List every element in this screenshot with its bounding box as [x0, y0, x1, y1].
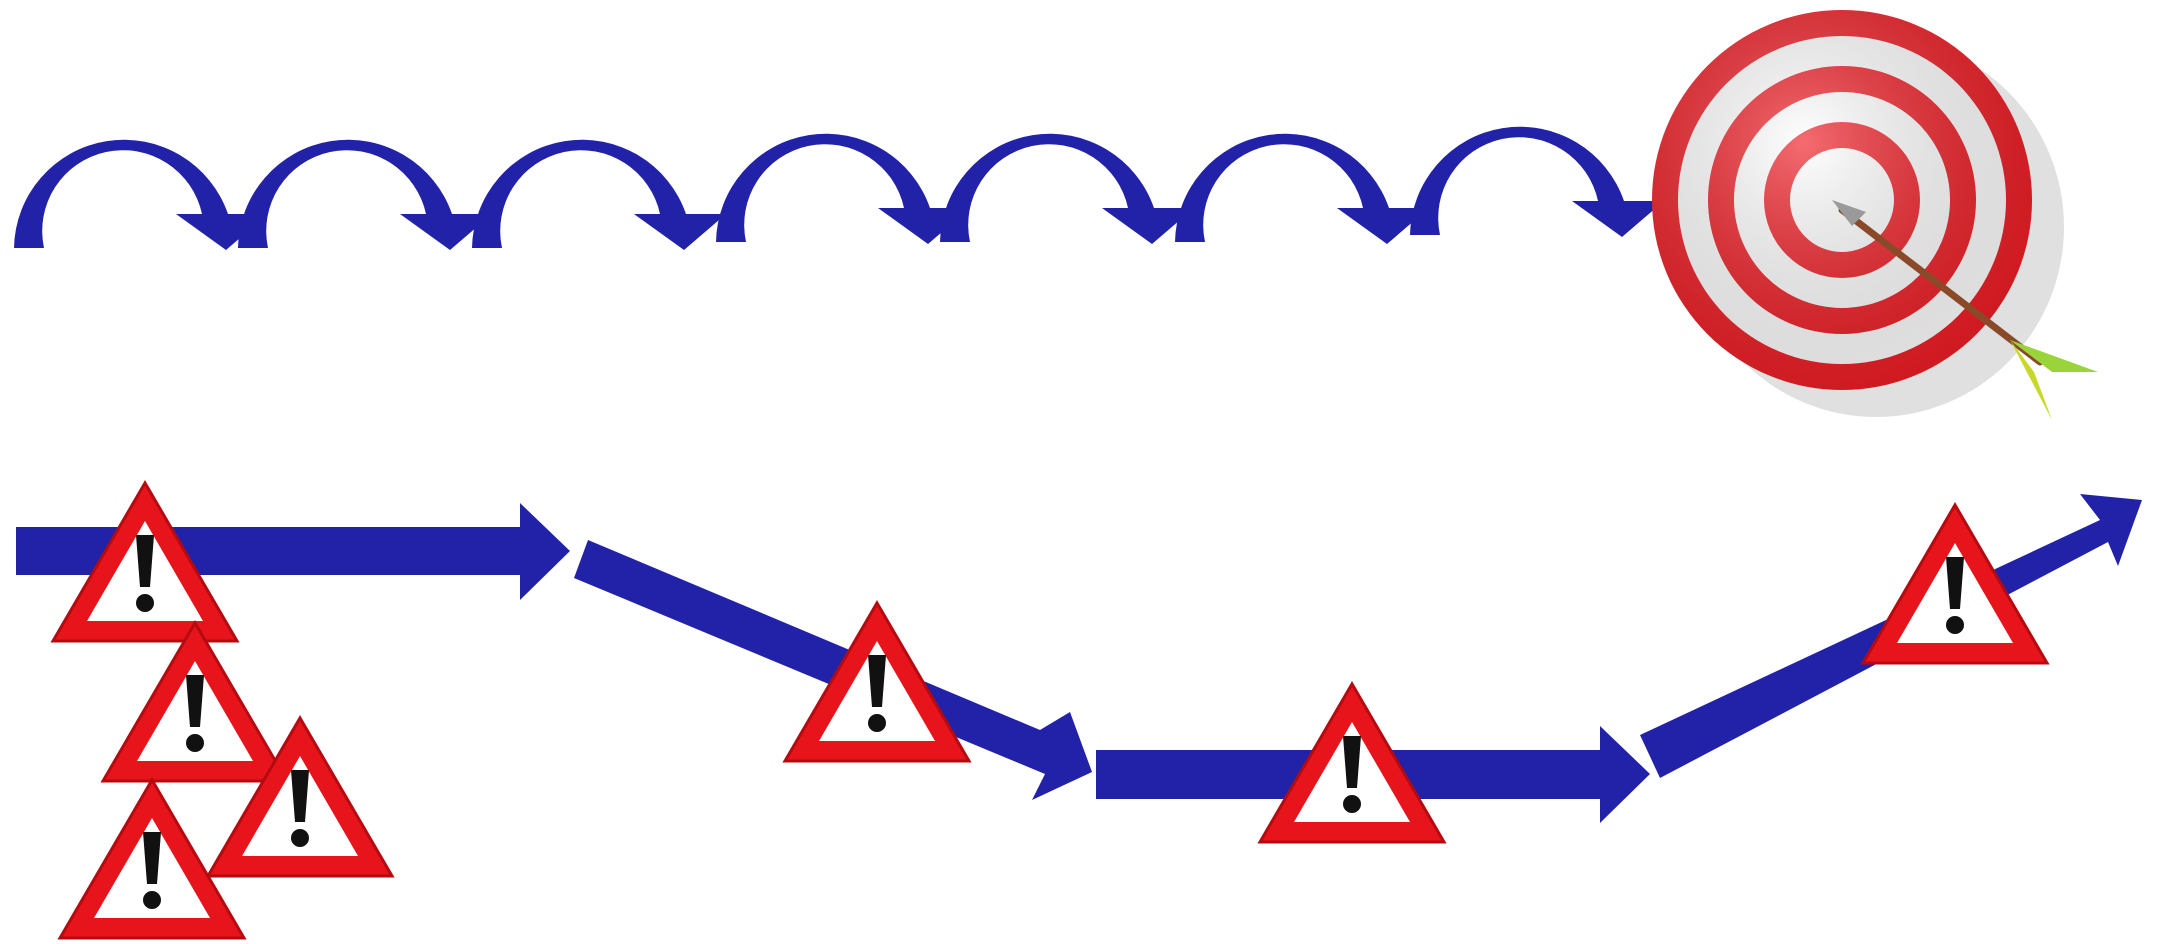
curved-arrow-icon	[1410, 126, 1664, 237]
warning-triangle-icon	[783, 601, 971, 763]
curved-arrow-icon	[14, 139, 268, 250]
curved-arrow-icon	[472, 139, 726, 250]
target-bullseye-icon	[1652, 10, 2064, 417]
path-arrow-down	[574, 540, 1092, 800]
arrow-in-target-icon	[1832, 200, 2098, 420]
curved-arrow-icon	[1175, 133, 1429, 244]
curved-arrow-row	[14, 126, 1664, 250]
curved-arrow-icon	[716, 133, 970, 244]
curved-arrow-icon	[238, 139, 492, 250]
curved-arrow-icon	[940, 133, 1194, 244]
warning-triangle-icon	[101, 621, 289, 783]
path-arrow-row	[16, 494, 2142, 823]
